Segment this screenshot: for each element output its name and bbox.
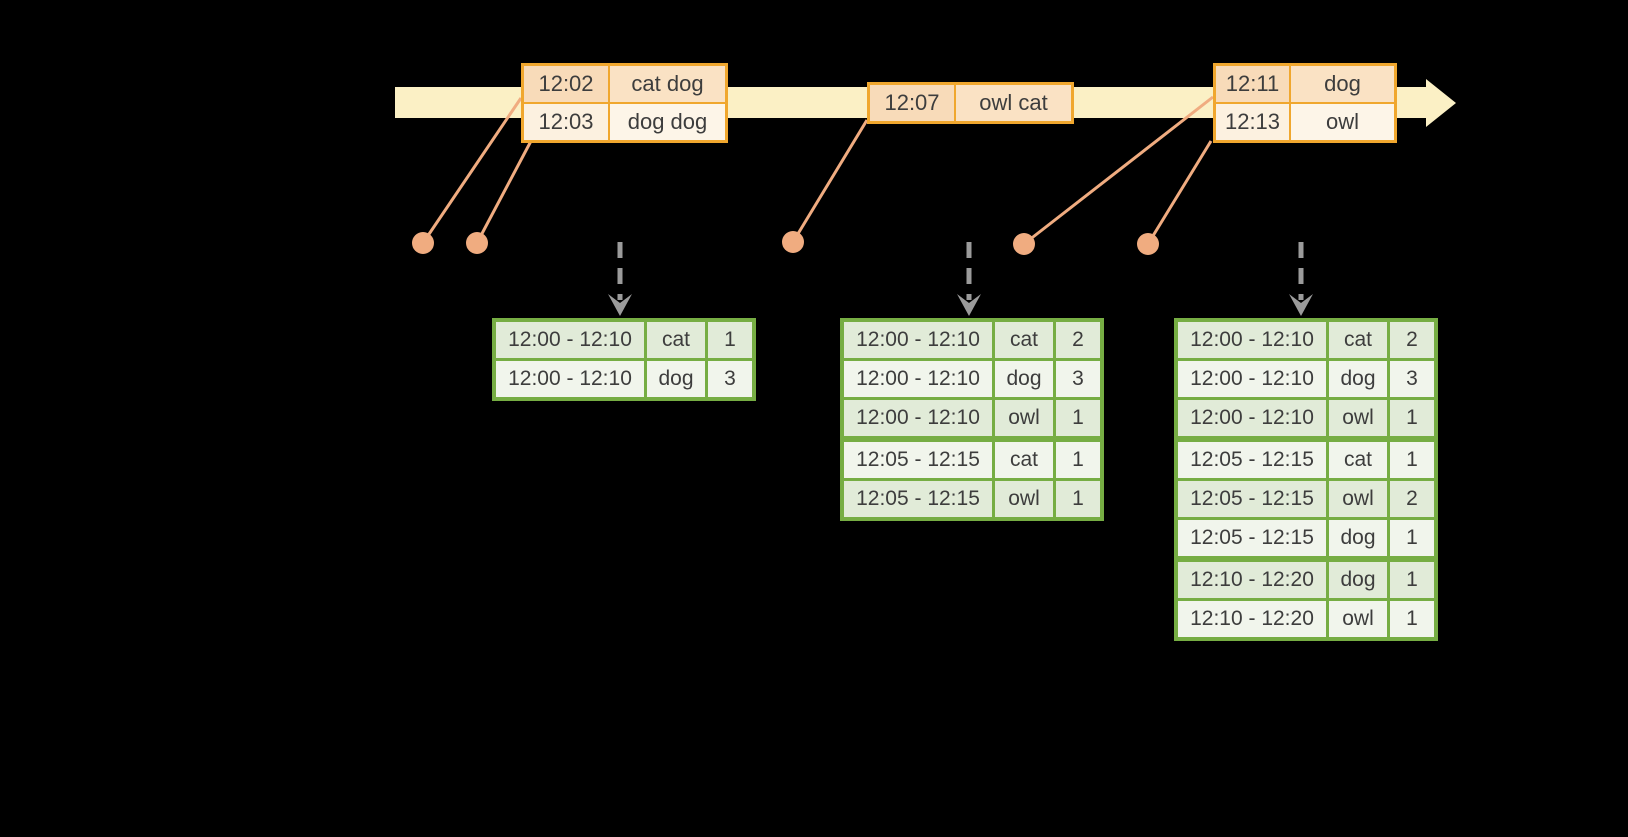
- result-word: cat: [992, 436, 1056, 481]
- event-dot: [466, 232, 488, 254]
- result-word: owl: [992, 478, 1056, 521]
- result-row: 12:10 - 12:20 dog 1: [1174, 556, 1438, 601]
- result-word: cat: [1326, 436, 1390, 481]
- result-count: 1: [1387, 397, 1438, 441]
- result-row: 12:05 - 12:15 owl 1: [840, 478, 1104, 521]
- result-word: dog: [644, 358, 708, 401]
- result-count: 3: [1053, 358, 1104, 400]
- result-count: 3: [705, 358, 756, 401]
- event-dot: [1137, 233, 1159, 255]
- result-window: 12:00 - 12:10: [492, 358, 647, 401]
- result-row: 12:00 - 12:10 cat 2: [1174, 318, 1438, 361]
- result-count: 3: [1387, 358, 1438, 400]
- event-dot: [412, 232, 434, 254]
- result-row: 12:00 - 12:10 dog 3: [492, 358, 756, 401]
- event-time: 12:03: [521, 102, 610, 143]
- event-leader-line: [475, 140, 533, 244]
- result-row: 12:05 - 12:15 dog 1: [1174, 517, 1438, 561]
- event-dot: [1013, 233, 1035, 255]
- event-row: 12:03 dog dog: [521, 102, 728, 143]
- result-count: 1: [1387, 598, 1438, 641]
- result-window: 12:00 - 12:10: [1174, 397, 1329, 441]
- result-table-2: 12:00 - 12:10 cat 2 12:00 - 12:10 dog 3 …: [840, 318, 1104, 521]
- event-words: owl cat: [954, 82, 1074, 124]
- result-count: 1: [1387, 556, 1438, 601]
- result-word: dog: [992, 358, 1056, 400]
- result-count: 2: [1387, 478, 1438, 520]
- event-words: dog dog: [608, 102, 728, 143]
- result-row: 12:00 - 12:10 owl 1: [1174, 397, 1438, 441]
- result-word: owl: [1326, 397, 1390, 441]
- result-count: 1: [1387, 436, 1438, 481]
- event-time: 12:02: [521, 63, 610, 104]
- result-word: dog: [1326, 358, 1390, 400]
- event-row: 12:07 owl cat: [867, 82, 1074, 124]
- event-leader-line: [421, 97, 523, 244]
- event-words: cat dog: [608, 63, 728, 104]
- event-table-3: 12:11 dog 12:13 owl: [1213, 63, 1397, 143]
- result-row: 12:00 - 12:10 owl 1: [840, 397, 1104, 441]
- event-leader-line: [1146, 140, 1213, 245]
- result-window: 12:05 - 12:15: [1174, 517, 1329, 561]
- event-time: 12:07: [867, 82, 956, 124]
- result-word: dog: [1326, 517, 1390, 561]
- result-word: owl: [1326, 478, 1390, 520]
- trigger-arrowhead-icon: [1289, 294, 1313, 316]
- result-row: 12:05 - 12:15 cat 1: [1174, 436, 1438, 481]
- trigger-arrowhead-icon: [608, 294, 632, 316]
- result-word: cat: [644, 318, 708, 361]
- result-count: 1: [705, 318, 756, 361]
- result-count: 1: [1053, 478, 1104, 521]
- result-row: 12:00 - 12:10 cat 2: [840, 318, 1104, 361]
- result-count: 2: [1053, 318, 1104, 361]
- result-window: 12:10 - 12:20: [1174, 598, 1329, 641]
- result-window: 12:00 - 12:10: [840, 358, 995, 400]
- result-count: 2: [1387, 318, 1438, 361]
- result-window: 12:00 - 12:10: [1174, 318, 1329, 361]
- result-window: 12:00 - 12:10: [840, 318, 995, 361]
- event-table-2: 12:07 owl cat: [867, 82, 1074, 124]
- result-row: 12:10 - 12:20 owl 1: [1174, 598, 1438, 641]
- result-count: 1: [1053, 436, 1104, 481]
- result-row: 12:05 - 12:15 cat 1: [840, 436, 1104, 481]
- result-window: 12:05 - 12:15: [1174, 478, 1329, 520]
- trigger-arrowhead-icon: [957, 294, 981, 316]
- result-window: 12:05 - 12:15: [1174, 436, 1329, 481]
- result-row: 12:05 - 12:15 owl 2: [1174, 478, 1438, 520]
- result-table-1: 12:00 - 12:10 cat 1 12:00 - 12:10 dog 3: [492, 318, 756, 401]
- result-window: 12:00 - 12:10: [492, 318, 647, 361]
- result-count: 1: [1387, 517, 1438, 561]
- result-word: cat: [992, 318, 1056, 361]
- result-table-3: 12:00 - 12:10 cat 2 12:00 - 12:10 dog 3 …: [1174, 318, 1438, 641]
- result-window: 12:00 - 12:10: [840, 397, 995, 441]
- result-word: dog: [1326, 556, 1390, 601]
- event-row: 12:13 owl: [1213, 102, 1397, 143]
- result-word: cat: [1326, 318, 1390, 361]
- result-window: 12:00 - 12:10: [1174, 358, 1329, 400]
- event-dot: [782, 231, 804, 253]
- result-window: 12:05 - 12:15: [840, 436, 995, 481]
- result-window: 12:05 - 12:15: [840, 478, 995, 521]
- result-word: owl: [992, 397, 1056, 441]
- result-row: 12:00 - 12:10 dog 3: [840, 358, 1104, 400]
- event-row: 12:11 dog: [1213, 63, 1397, 104]
- timeline-arrowhead-icon: [1426, 79, 1456, 127]
- event-time: 12:11: [1213, 63, 1291, 104]
- event-row: 12:02 cat dog: [521, 63, 728, 104]
- event-words: dog: [1289, 63, 1397, 104]
- event-table-1: 12:02 cat dog 12:03 dog dog: [521, 63, 728, 143]
- event-leader-line: [791, 119, 869, 243]
- result-row: 12:00 - 12:10 dog 3: [1174, 358, 1438, 400]
- event-words: owl: [1289, 102, 1397, 143]
- result-row: 12:00 - 12:10 cat 1: [492, 318, 756, 361]
- result-window: 12:10 - 12:20: [1174, 556, 1329, 601]
- event-time: 12:13: [1213, 102, 1291, 143]
- result-count: 1: [1053, 397, 1104, 441]
- result-word: owl: [1326, 598, 1390, 641]
